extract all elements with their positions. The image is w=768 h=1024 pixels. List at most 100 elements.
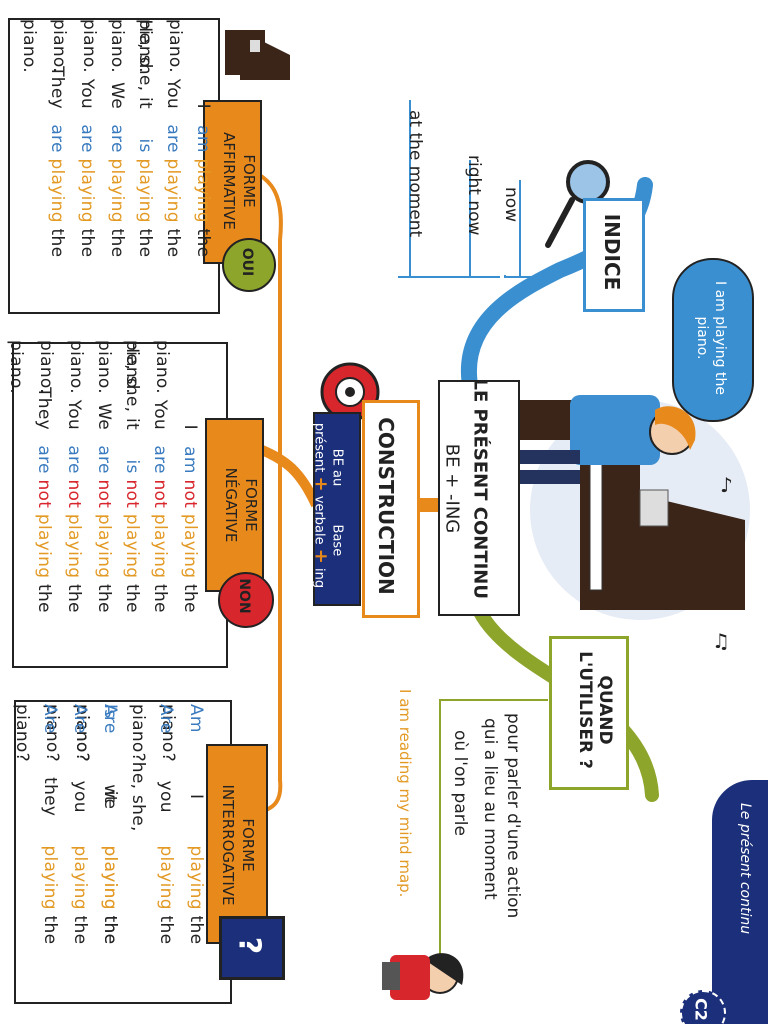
- interrogative-row: Are they playing the piano?: [8, 704, 64, 1004]
- aff-verb: playing: [163, 158, 183, 223]
- neg-verb: playing: [94, 513, 114, 579]
- neg-verb: playing: [180, 513, 200, 579]
- speech-text: I am playing the piano.: [694, 281, 728, 395]
- reading-girl-icon: [382, 953, 464, 1000]
- affirmative-label-line2: AFFIRMATIVE: [220, 132, 238, 230]
- music-note-icon-2: ♫: [712, 629, 730, 653]
- aff-be: am: [193, 125, 213, 153]
- corner-banner: [712, 780, 768, 1024]
- oui-label: OUI: [239, 247, 255, 277]
- aff-verb: playing: [107, 158, 127, 223]
- affirmative-row: They are playing the piano.: [15, 19, 71, 309]
- aff-verb: playing: [193, 158, 213, 223]
- negative-label-line2: NÉGATIVE: [222, 467, 240, 543]
- neg-be: are: [64, 445, 84, 474]
- interrogative-rows: Am I playing the piano? Are you playing …: [2, 704, 210, 1004]
- neg-verb: playing: [150, 513, 170, 579]
- construction-label: CONSTRUCTION: [374, 417, 398, 595]
- int-be: Am: [186, 704, 206, 733]
- interrogative-label-line1: FORME: [239, 818, 257, 872]
- aff-verb: playing: [47, 158, 67, 223]
- indice-bracket: [398, 100, 540, 278]
- neg-pronoun: He, she, it: [122, 340, 142, 430]
- aff-verb: playing: [77, 158, 97, 223]
- pianist-drawing: [520, 395, 750, 620]
- negative-rows: I am not playing the piano. You are not …: [0, 340, 204, 656]
- int-pronoun: I: [186, 794, 206, 800]
- neg-be: are: [94, 445, 114, 474]
- indice-word-now: now: [501, 187, 521, 223]
- neg-verb: playing: [122, 513, 142, 579]
- neg-pronoun: You: [64, 399, 84, 430]
- aff-be: are: [77, 124, 97, 153]
- aff-pronoun: He, she, it: [135, 19, 155, 109]
- affirmative-box: [8, 18, 220, 314]
- int-pronoun: we: [100, 784, 120, 810]
- aff-pronoun: You: [163, 78, 183, 109]
- quand-bracket: [439, 699, 548, 960]
- neg-not: not: [122, 479, 142, 509]
- negative-row: They are not playing the piano.: [2, 340, 58, 656]
- int-pronoun: you: [70, 780, 90, 813]
- neg-not: not: [150, 479, 170, 509]
- indice-word-right-now: right now: [464, 155, 484, 236]
- indice-box: [583, 198, 645, 312]
- neg-verb: playing: [64, 513, 84, 579]
- int-verb: playing: [40, 845, 60, 910]
- formula-plus-1: +: [310, 476, 332, 492]
- aff-verb: playing: [135, 158, 155, 223]
- construction-formula-line1: BE au Base: [330, 403, 345, 603]
- int-pronoun: you: [156, 780, 176, 813]
- small-piano-icon: [225, 30, 290, 80]
- corner-title: Le présent continu: [737, 803, 753, 935]
- indice-word-at-the-moment: at the moment: [405, 110, 425, 238]
- aff-be: are: [163, 124, 183, 153]
- aff-be: are: [107, 124, 127, 153]
- quand-box: [549, 636, 629, 790]
- mindmap-caption: I am reading my mind map.: [396, 689, 414, 898]
- formula-plus-2: +: [310, 548, 332, 564]
- quand-desc-2: qui a lieu au moment: [480, 718, 500, 900]
- center-title-box: [438, 380, 520, 616]
- neg-not: not: [180, 479, 200, 509]
- int-be: Are: [100, 704, 120, 734]
- orange-branch-negative: [260, 445, 321, 508]
- quand-label-line2: L'UTILISER ?: [575, 651, 595, 769]
- aff-pronoun: I: [193, 103, 213, 109]
- non-label: NON: [236, 578, 252, 614]
- interrogative-label-line2: INTERROGATIVE: [219, 784, 237, 906]
- int-verb: playing: [186, 845, 206, 910]
- center-title-line1: LE PRÉSENT CONTINU: [469, 378, 491, 599]
- quand-desc-1: pour parler d'une action: [503, 713, 523, 919]
- int-pronoun: they: [40, 777, 60, 817]
- negative-label-line1: FORME: [242, 478, 260, 532]
- int-verb: playing: [156, 845, 176, 910]
- quand-desc-3: où l'on parle: [450, 730, 470, 836]
- aff-pronoun: You: [77, 78, 97, 109]
- neg-verb: playing: [34, 513, 54, 579]
- corner-badge-label: C2: [691, 998, 711, 1021]
- quand-label-line1: QUAND: [595, 675, 615, 745]
- formula-be-au: BE au: [329, 448, 345, 487]
- music-note-icon: ♪: [720, 473, 733, 497]
- int-verb: playing: [100, 845, 120, 910]
- affirmative-label-line1: FORME: [240, 154, 258, 208]
- center-title-line2: BE + -ING: [441, 443, 463, 534]
- speech-bubble: [672, 258, 754, 422]
- formula-base: Base: [329, 524, 345, 557]
- negative-box: [12, 342, 228, 668]
- aff-pronoun: They: [47, 66, 67, 109]
- oui-bubble: [222, 238, 276, 292]
- affirmative-rows: I am playing the piano. You are playing …: [9, 19, 217, 309]
- neg-pronoun: We: [94, 403, 114, 430]
- corner-badge: [680, 990, 726, 1024]
- neg-not: not: [94, 479, 114, 509]
- neg-pronoun: They: [34, 387, 54, 430]
- neg-not: not: [64, 479, 84, 509]
- indice-label: INDICE: [600, 213, 624, 291]
- neg-pronoun: I: [180, 424, 200, 430]
- int-be: Are: [156, 704, 176, 734]
- aff-be: is: [135, 138, 155, 153]
- non-bubble: [218, 572, 274, 628]
